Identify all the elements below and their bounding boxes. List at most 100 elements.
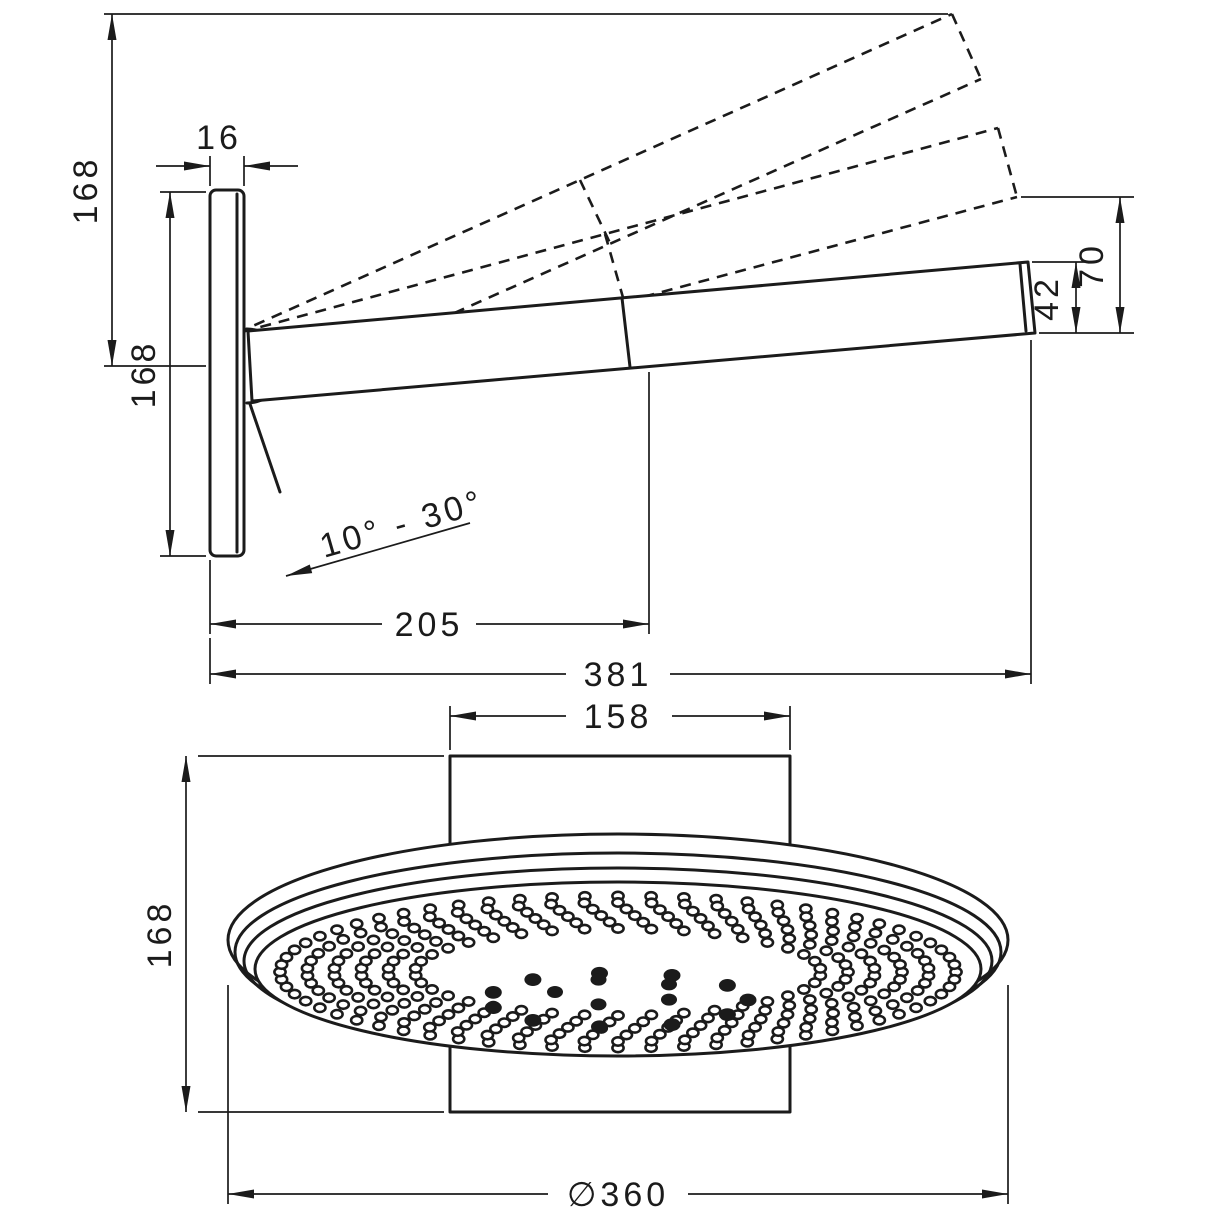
nozzle-dot (781, 990, 795, 1002)
nozzle-dot (797, 948, 811, 960)
nozzle-dot (287, 988, 302, 1000)
nozzle-dot (717, 1024, 732, 1036)
nozzle-dot (477, 925, 492, 937)
nozzle-dot (484, 986, 502, 999)
nozzle-dot (854, 984, 869, 996)
nozzle-dot (804, 929, 819, 941)
nozzle-dot (298, 995, 313, 1007)
nozzle-dot (863, 995, 878, 1007)
nozzle-dot (872, 918, 887, 930)
nozzle-dot (407, 922, 422, 934)
head-height-label: 42 (1028, 275, 1066, 321)
nozzle-dot (644, 923, 659, 935)
nozzle-dot (429, 935, 443, 947)
nozzle-dot (611, 1009, 625, 1021)
nozzle-dot (561, 911, 575, 923)
arm-dashed-30deg-joint-line (578, 179, 612, 244)
nozzle-dot (336, 999, 351, 1011)
nozzle-dot (718, 979, 736, 992)
nozzle-dot (661, 993, 677, 1006)
nozzle-dot (718, 1008, 736, 1021)
nozzle-dot (374, 921, 388, 933)
nozzle-dot (385, 1004, 400, 1016)
nozzle-dot (331, 955, 346, 967)
dim-overall-height: 168 (67, 13, 948, 367)
nozzle-dot (353, 1005, 368, 1017)
plate-height-label: 168 (125, 340, 163, 409)
nozzle-dot (748, 1021, 762, 1033)
dim-plate-height: 168 (125, 191, 206, 557)
nozzle-dot (336, 933, 351, 945)
nozzle-dot (893, 958, 907, 970)
nozzle-dot (824, 935, 839, 947)
dim-front-height: 168 (141, 755, 444, 1113)
nozzle-dot (802, 1012, 817, 1024)
nozzle-dot (923, 937, 938, 949)
nozzle-dot (619, 1029, 634, 1041)
nozzle-dot (349, 1014, 364, 1026)
nozzle-dot (385, 928, 400, 940)
nozzle-dot (848, 921, 862, 933)
nozzle-dot (710, 1032, 725, 1044)
nozzle-dot (669, 918, 684, 930)
nozzle-dot (429, 997, 443, 1009)
nozzle-dot (569, 1015, 584, 1027)
nozzle-dot (780, 1008, 795, 1020)
nozzle-dot (380, 991, 395, 1003)
dim-head-height: 42 (1028, 261, 1134, 334)
front-view-dimensions: 158 168 ∅360 (141, 698, 1009, 1214)
nozzle-dot (339, 948, 354, 960)
nozzle-dot (552, 904, 567, 916)
nozzle-dot (311, 985, 326, 997)
dim-total-reach: 381 (209, 340, 1032, 694)
nozzle-dot (776, 915, 791, 927)
nozzle-dot (451, 930, 466, 942)
nozzle-dot (701, 1012, 715, 1024)
nozzle-dot (782, 999, 797, 1011)
wall-plate (208, 188, 246, 558)
nozzle-dot (909, 930, 923, 942)
nozzle-dot (636, 1016, 651, 1028)
nozzle-dot (545, 925, 559, 937)
nozzle-dot (848, 1011, 862, 1023)
nozzle-dot (611, 1036, 625, 1048)
nozzle-dot (488, 1023, 503, 1035)
nozzle-dot (397, 1016, 411, 1028)
nozzle-dot (909, 1002, 923, 1014)
nozzle-dot (396, 984, 411, 996)
nozzle-dot (339, 984, 354, 996)
nozzle-dot (520, 1026, 534, 1038)
nozzle-dot (872, 1014, 887, 1026)
nozzle-dot (760, 936, 775, 948)
nozzle-dot (863, 977, 877, 989)
nozzle-dot (484, 1001, 502, 1014)
nozzle-dot (468, 1013, 483, 1025)
nozzle-dot (854, 948, 869, 960)
nozzle-dot (819, 945, 834, 957)
nozzle-dot (432, 1015, 446, 1027)
nozzle-dot (863, 937, 878, 949)
tilt-wedge-line (248, 402, 282, 494)
nozzle-dot (461, 995, 476, 1007)
nozzle-dot (885, 933, 900, 945)
nozzle-dot (611, 922, 625, 934)
nozzle-dot (349, 918, 364, 930)
nozzle-dot (505, 921, 520, 933)
nozzle-dot (486, 932, 501, 944)
dim-pivot-to-joint: 205 (209, 372, 650, 644)
nozzle-dot (497, 1017, 512, 1029)
nozzle-dot (287, 944, 302, 956)
nozzle-dot (451, 1002, 466, 1014)
nozzle-dot (561, 1021, 575, 1033)
nozzle-dot (838, 973, 853, 985)
nozzle-dot (547, 986, 563, 998)
nozzle-dot (850, 1020, 864, 1032)
nozzle-dot (311, 947, 326, 959)
angle-annotation: 10° - 30° (285, 483, 489, 577)
nozzle-dot (414, 955, 429, 967)
nozzle-dot (813, 962, 828, 974)
nozzle-dot (802, 938, 817, 950)
nozzle-dot (934, 988, 949, 1000)
nozzle-dot (422, 1021, 437, 1033)
